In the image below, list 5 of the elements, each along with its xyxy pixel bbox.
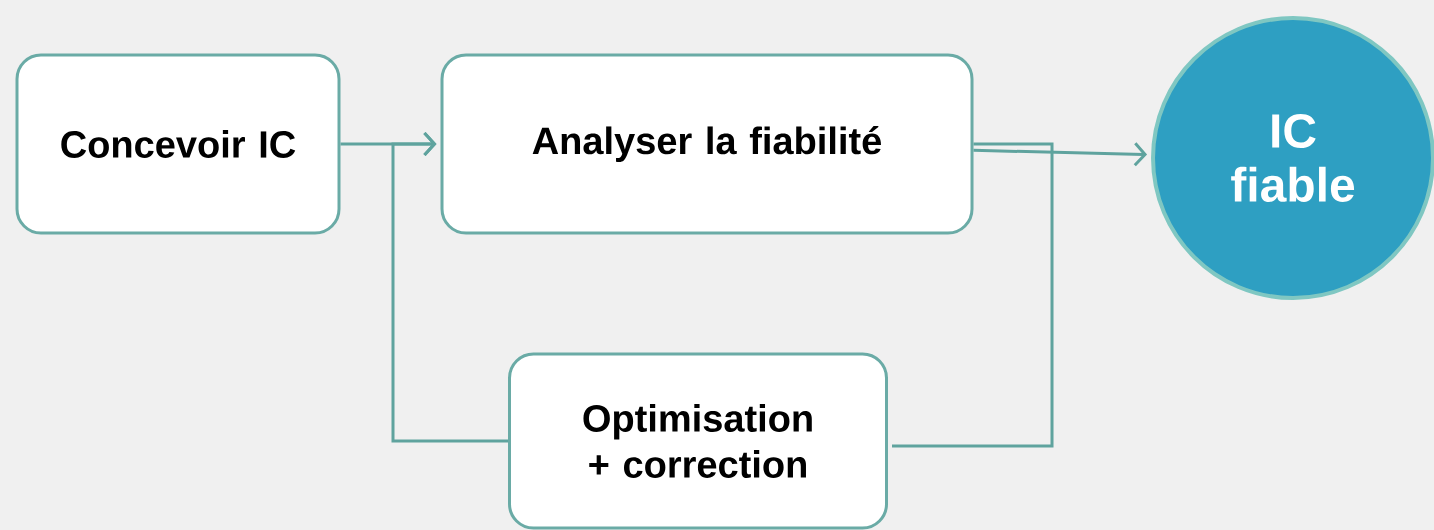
process-box: Optimisation + correction — [508, 352, 888, 530]
connector-arrow — [391, 132, 508, 443]
connector-arrow — [973, 142, 1148, 167]
process-box: Analyser la fiabilité — [440, 53, 974, 235]
process-box: Concevoir IC — [15, 53, 341, 235]
